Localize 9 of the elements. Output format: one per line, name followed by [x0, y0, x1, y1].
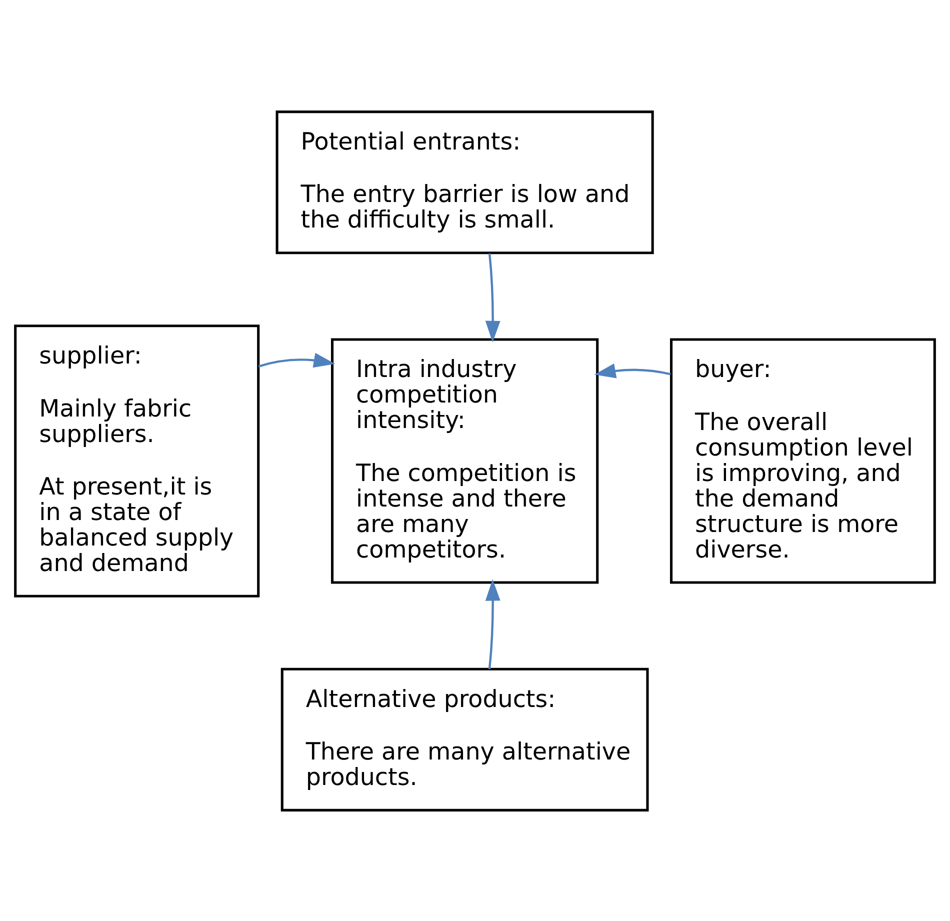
- node-box: supplier: Mainly fabric suppliers. At present,it is in a state of balanced supply and demand: [14, 324, 260, 597]
- node-box: Intra industry competition intensity: The competition is intense and there are many competitors.: [330, 338, 599, 584]
- arrow: [258, 352, 336, 368]
- node-box: buyer: The overall consumption level is improving, and the demand structure is more diverse.: [670, 338, 936, 584]
- node-box: Potential entrants: The entry barrier is low and the difficulty is small.: [276, 110, 654, 254]
- arrow: [485, 578, 500, 669]
- arrow: [594, 363, 671, 378]
- node-box: Alternative products: There are many alternative products.: [280, 667, 649, 811]
- arrow: [485, 252, 500, 342]
